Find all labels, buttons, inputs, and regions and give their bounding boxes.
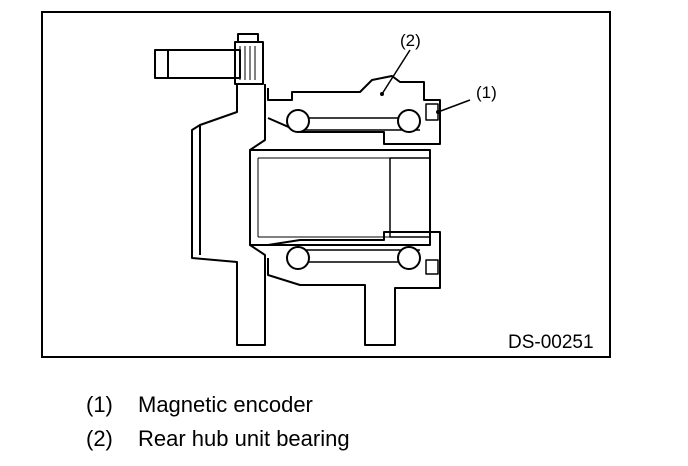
- wheel-stud: [154, 33, 264, 85]
- callout-label-2: (2): [400, 31, 421, 50]
- hub-flange: [191, 84, 266, 346]
- legend-number: (2): [86, 426, 113, 451]
- hub-assembly: [154, 33, 441, 346]
- bearing-ball: [397, 246, 421, 270]
- figure-code: DS-00251: [508, 332, 594, 353]
- callout-leader-2: [381, 49, 411, 95]
- diagram-frame: [41, 11, 611, 358]
- legend-item: (2) Rear hub unit bearing: [86, 426, 350, 452]
- bearing-ball: [286, 109, 310, 133]
- legend-item: (1) Magnetic encoder: [86, 392, 313, 418]
- legend-text: Rear hub unit bearing: [138, 426, 350, 451]
- legend-text: Magnetic encoder: [138, 392, 313, 417]
- bearing-ball: [286, 246, 310, 270]
- bearing-ball: [397, 109, 421, 133]
- callout-label-1: (1): [476, 83, 497, 102]
- hub-bearing-diagram: (2) (1) DS-00251: [41, 11, 611, 358]
- callout-leader-1: [437, 99, 471, 113]
- legend-number: (1): [86, 392, 113, 417]
- bearing-outer-race: [267, 75, 441, 145]
- hub-bore: [249, 149, 431, 246]
